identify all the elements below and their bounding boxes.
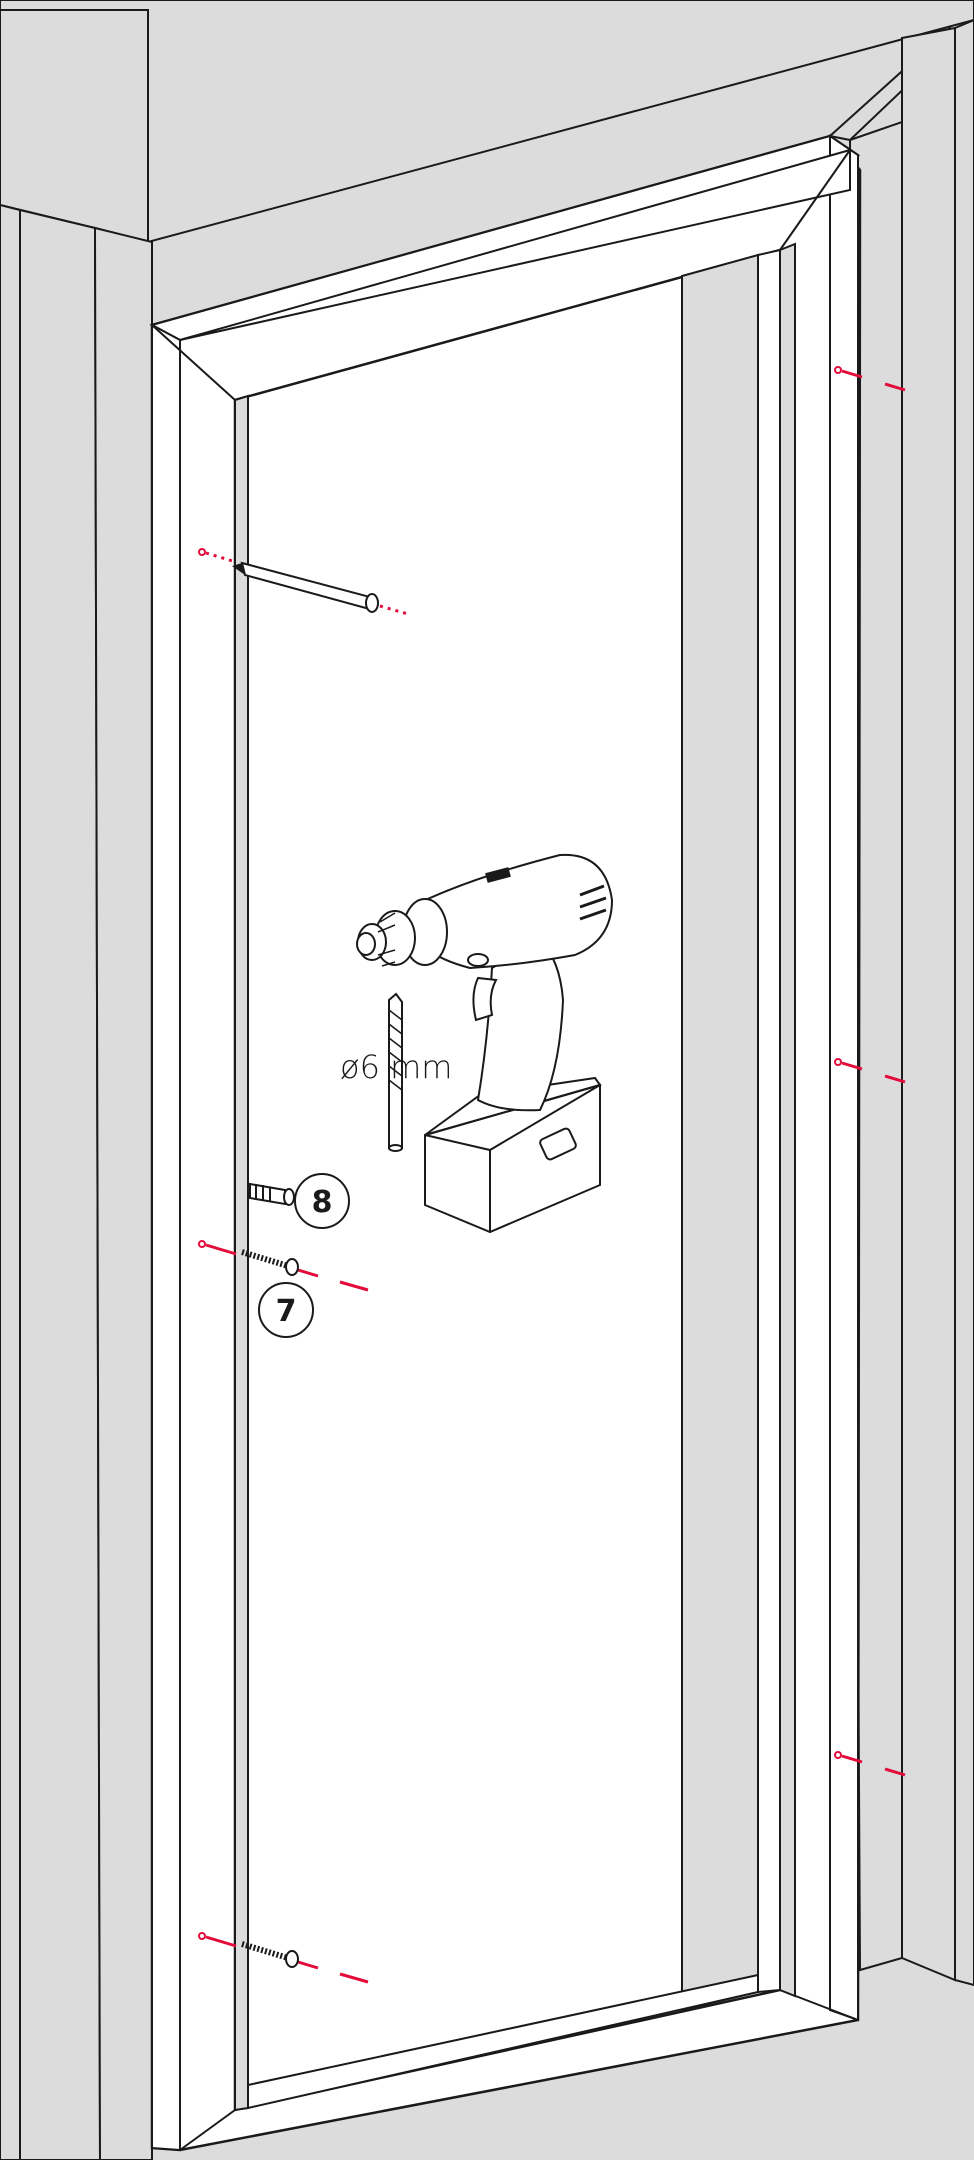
marker-left-middle xyxy=(198,1240,369,1292)
callout-7-number: 7 xyxy=(276,1294,297,1329)
drill-bit-diameter-label: ø6 mm xyxy=(340,1048,452,1086)
drill-icon xyxy=(356,853,614,1234)
callout-8-number: 8 xyxy=(312,1185,333,1220)
left-wall-face xyxy=(19,208,102,2160)
inner-right-jamb xyxy=(757,248,781,1994)
inner-right-jamb-edge xyxy=(779,242,796,1998)
marker-left-bottom xyxy=(198,1932,369,1984)
threshold xyxy=(247,1973,759,2110)
frame-right-bevel xyxy=(829,134,859,2022)
inner-right-wall xyxy=(681,253,759,2012)
marker-top-left xyxy=(198,548,409,616)
mitre-bottom-left xyxy=(179,2109,236,2151)
frame-left-bevel xyxy=(151,323,181,2152)
header-block xyxy=(0,9,149,244)
right-wall-edge xyxy=(954,18,974,1987)
drill-bit-icon xyxy=(388,992,403,1152)
left-wall-reveal xyxy=(93,226,153,2160)
left-wall-outer xyxy=(0,203,21,2160)
callout-8: 8 xyxy=(294,1173,350,1229)
screw-icon xyxy=(241,1941,299,1968)
pencil-icon xyxy=(232,561,379,613)
marker-right-2 xyxy=(834,1058,906,1084)
marker-right-1 xyxy=(834,366,906,392)
screw-icon xyxy=(241,1249,299,1276)
mitre-top-right xyxy=(779,149,851,251)
mitre-top-left xyxy=(151,324,236,401)
callout-7: 7 xyxy=(258,1282,314,1338)
wall-plug-icon xyxy=(249,1182,295,1206)
right-wall-reveal xyxy=(901,26,956,1982)
marker-right-3 xyxy=(834,1751,906,1777)
frame-lip xyxy=(179,148,851,341)
